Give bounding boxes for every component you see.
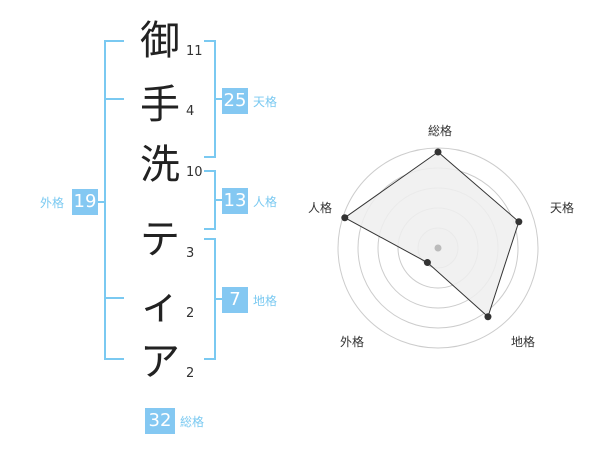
radar-point-jinkaku [341,214,349,222]
gaikaku-tick-1 [104,98,124,100]
stroke-count-6: 2 [186,366,195,381]
stroke-count-2: 4 [186,104,195,119]
radar-label-tenkaku: 天格 [550,200,574,215]
radar-ring [337,147,539,349]
radar-point-chikaku [484,313,492,321]
radar-point-tenkaku [515,218,523,226]
name-char-4: テ [140,217,180,263]
radar-label-chikaku: 地格 [511,334,535,349]
name-char-1: 御 [140,18,180,64]
jinkaku-bracket [204,170,216,230]
name-char-3: 洗 [140,142,180,188]
stroke-count-3: 10 [186,165,203,180]
gaikaku-tick-2 [104,297,124,299]
name-char-2: 手 [140,82,180,128]
tenkaku-connector [216,98,222,100]
jinkaku-label: 人格 [253,195,278,209]
gaikaku-connector [94,201,104,203]
stroke-count-5: 2 [186,306,195,321]
chikaku-value: 7 [222,287,248,313]
jinkaku-value: 13 [222,188,248,214]
chikaku-connector [216,298,222,300]
radar-center-dot [434,244,442,252]
tenkaku-bracket [204,40,216,158]
radar-label-jinkaku: 人格 [308,200,332,215]
name-char-5: ィ [140,282,180,328]
radar-point-gaikaku [423,259,431,267]
soukaku-label: 総格 [180,415,205,429]
gaikaku-value: 19 [72,189,98,215]
chikaku-label: 地格 [253,294,278,308]
chikaku-bracket [204,238,216,360]
name-char-6: ア [140,339,180,385]
tenkaku-value: 25 [222,88,248,114]
radar-label-gaikaku: 外格 [340,334,364,349]
radar-shape [343,151,520,318]
stroke-count-1: 11 [186,44,203,59]
gaikaku-bracket [104,40,124,360]
radar-point-soukaku [434,148,442,156]
radar-label-soukaku: 総格 [428,123,452,138]
stroke-count-4: 3 [186,246,195,261]
tenkaku-label: 天格 [253,95,278,109]
gaikaku-label: 外格 [40,196,65,210]
jinkaku-connector [216,199,222,201]
soukaku-value: 32 [145,408,175,434]
